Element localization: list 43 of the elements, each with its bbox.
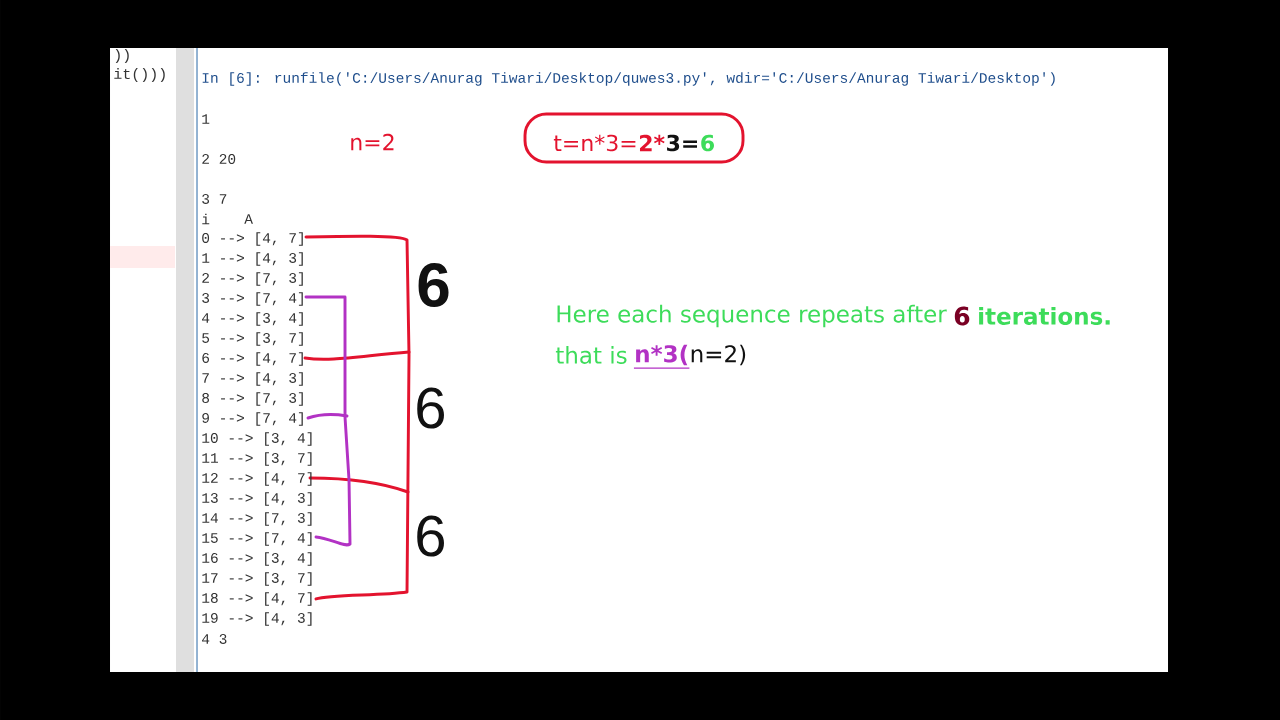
console-output-line: A (244, 214, 253, 224)
annotation-text: n=2) (691, 344, 746, 366)
annotation-text: that is (555, 346, 627, 364)
annotation-text: Here each sequence repeats after (557, 304, 947, 328)
underlined-text: n*3( (633, 344, 691, 369)
handwritten-number: 6 (418, 263, 449, 307)
console-output-line: 1 (202, 114, 210, 124)
console-output-line: 3 --> [7, 4] (202, 292, 303, 306)
console-output-line: 10 --> [3, 4] (202, 432, 312, 446)
console-output-line: i (202, 213, 210, 225)
console-output-line: 12 --> [4, 7] (202, 472, 312, 486)
console-output-line: 15 --> [7, 4] (202, 532, 312, 546)
console-output-line: )) (115, 49, 129, 63)
console-output-line: 2 --> [7, 3] (202, 272, 303, 286)
console-output-line: it())) (114, 68, 165, 82)
handwritten-number: 6 (417, 387, 444, 429)
handwritten-number: 6 (417, 515, 444, 557)
console-output-line: 16 --> [3, 4] (202, 552, 312, 566)
console-output-line: 1 --> [4, 3] (202, 252, 303, 266)
annotation-text: 6 (701, 134, 714, 152)
annotation-text: 6 (954, 306, 970, 326)
console-output-line: 2 20 (202, 154, 236, 164)
console-output-line: 18 --> [4, 7] (202, 592, 312, 606)
console-input-line: In [6]: runfile('C:/Users/Anurag Tiwari/Desktop/quwes3.py', wdir='C:/Users/Anurag Tiwari/Desktop') (202, 72, 1055, 86)
console-output-line: 11 --> [3, 7] (202, 452, 312, 466)
console-output-line: 13 --> [4, 3] (202, 492, 312, 506)
console-output-line: 7 --> [4, 3] (202, 372, 303, 386)
console-output-line: 4 3 (202, 634, 227, 644)
console-output-line: 5 --> [3, 7] (202, 332, 303, 346)
annotation-text: 2* (640, 134, 665, 152)
annotation-text: t=n*3= (553, 134, 636, 152)
console-output-line: 17 --> [3, 7] (202, 572, 312, 586)
console-output-line: 0 --> [4, 7] (202, 232, 303, 246)
console-output-line: 14 --> [7, 3] (202, 512, 312, 526)
console-output-line: 4 --> [3, 4] (202, 312, 303, 326)
annotation-text: n=2 (351, 133, 394, 151)
annotation-text: 3= (667, 134, 697, 152)
console-output-line: 9 --> [7, 4] (202, 412, 303, 426)
console-output-line: 8 --> [7, 3] (202, 392, 303, 406)
console-output-line: 19 --> [4, 3] (202, 612, 312, 626)
annotation-text: iterations. (979, 307, 1110, 325)
console-output-line: 3 7 (202, 194, 227, 204)
console-output-line: 6 --> [4, 7] (202, 352, 303, 366)
